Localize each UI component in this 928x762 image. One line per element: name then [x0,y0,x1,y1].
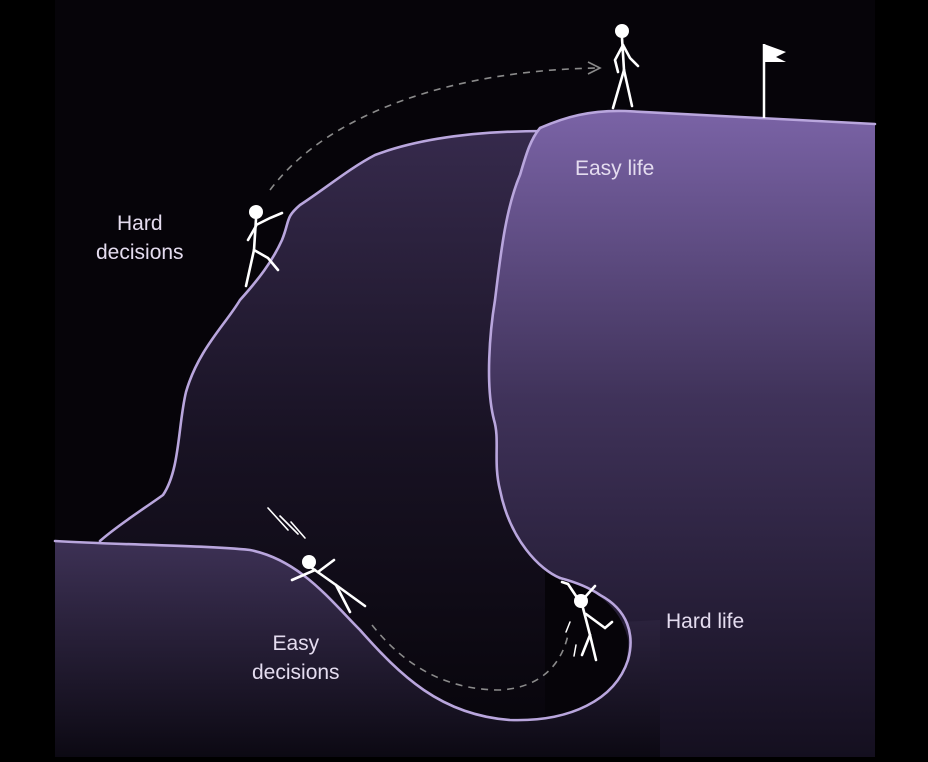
easy-decisions-outline [53,539,632,722]
flag-icon [762,44,786,118]
path-to-hard-life-arrow [371,624,569,691]
falling-figure-icon [267,507,367,614]
easy-life-label: Easy life [575,157,655,180]
hard-decisions-label: Hard decisions [96,209,184,267]
easy-decisions-label: Easy decisions [252,629,340,687]
easy-life-outline [487,109,877,580]
hard-life-label: Hard life [666,610,745,633]
easy-decisions-line-2: decisions [252,661,340,684]
easy-life-plateau [489,110,875,757]
arrow-head [587,61,602,75]
path-to-easy-life-arrow [269,67,599,191]
hard-decisions-outline [98,129,547,543]
walking-figure-icon [611,24,640,110]
hard-decisions-line-2: decisions [96,241,184,264]
hard-decisions-line-1: Hard [117,212,163,235]
easy-decisions-line-1: Easy [272,632,320,655]
climbing-figure-icon [244,205,284,288]
easy-decisions-slope [55,541,660,757]
hanging-figure-icon [560,580,614,662]
